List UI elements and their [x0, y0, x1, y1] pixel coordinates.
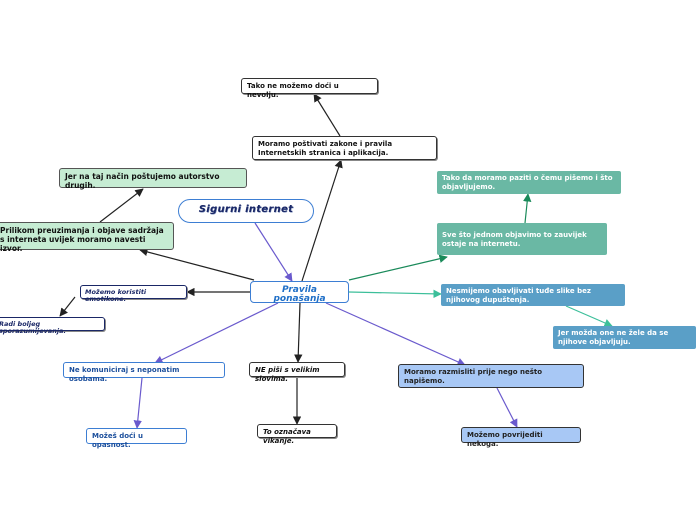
node-left3[interactable]: Možemo koristiti emotikone. [80, 285, 187, 303]
edge-left1-left2 [99, 188, 144, 223]
node-r3[interactable]: Nesmijemo obavljivati tuđe slike bez nji… [441, 284, 625, 306]
edge-top1-top2 [313, 93, 341, 137]
edge-center-bm1 [294, 302, 303, 363]
node-left2[interactable]: Jer na taj način poštujemo autorstvo dru… [59, 168, 247, 190]
node-br1[interactable]: Moramo razmisliti prije nego nešto napiš… [398, 364, 584, 388]
node-r2[interactable]: Tako da moramo paziti o čemu pišemo i št… [437, 171, 621, 194]
node-top1[interactable]: Moramo poštivati zakone i pravila Intern… [252, 136, 437, 160]
node-bm2[interactable]: To označava vikanje. [257, 424, 337, 445]
node-br2[interactable]: Možemo povrijediti nekoga. [461, 427, 581, 448]
edge-r3-r4 [565, 305, 613, 327]
edge-center-bl1 [154, 302, 279, 364]
edge-center-left1 [139, 247, 255, 281]
central-topic[interactable]: Pravila ponašanja [250, 281, 349, 304]
node-r1[interactable]: Sve što jednom objavimo to zauvijek osta… [437, 223, 607, 255]
edge-r1-r2 [523, 193, 532, 224]
node-bm1[interactable]: NE piši s velikim slovima. [249, 362, 345, 383]
node-left1[interactable]: Prilikom preuzimanja i objave sadržaja s… [0, 222, 174, 253]
node-r4[interactable]: Jer možda one ne žele da se njihove obja… [553, 326, 696, 349]
map-title[interactable]: Sigurni internet [178, 199, 314, 223]
node-top2[interactable]: Tako ne možemo doći u nevolju. [241, 78, 378, 99]
edge-center-r1 [348, 254, 448, 281]
edge-center-br1 [325, 302, 466, 366]
node-bl2[interactable]: Možeš doći u opasnost. [86, 428, 187, 449]
edge-center-r3 [348, 289, 442, 299]
edge-left3-left4 [59, 296, 76, 317]
node-left4[interactable]: Radi boljeg sporazumijevanja. [0, 317, 105, 335]
edge-bl1-bl2 [133, 377, 143, 429]
edge-br1-br2 [496, 387, 518, 428]
edge-title-center [254, 222, 293, 282]
edge-center-top1 [301, 159, 343, 282]
node-bl1[interactable]: Ne komuniciraj s neponatim osobama. [63, 362, 225, 383]
